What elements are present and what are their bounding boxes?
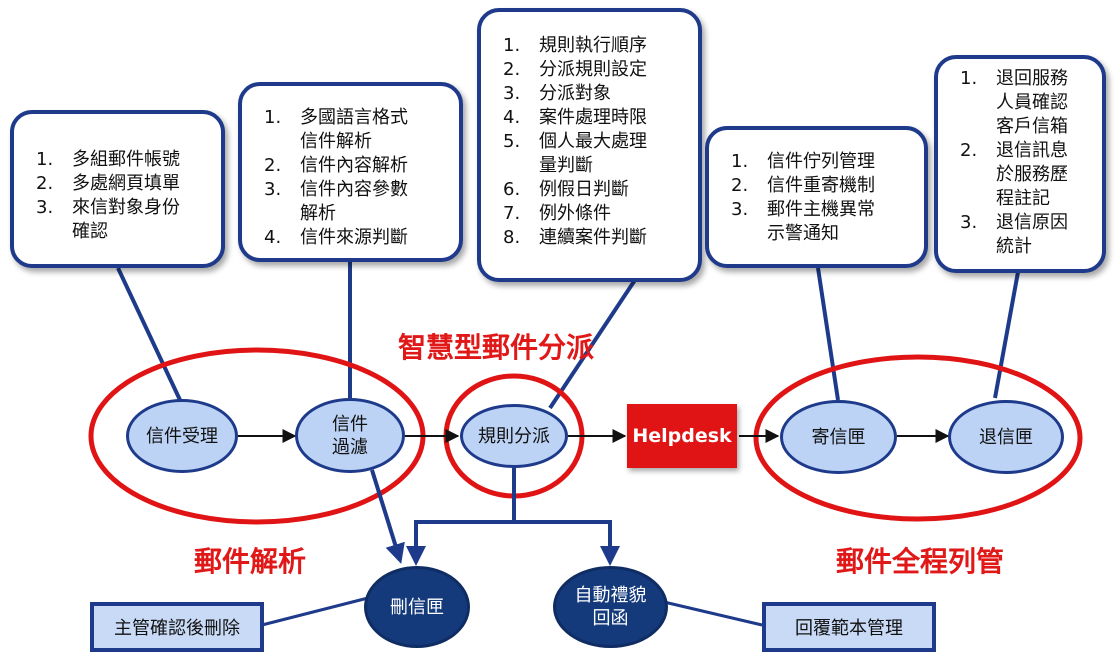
pointer-intake: [116, 267, 182, 401]
pointer-bounce: [993, 271, 1020, 399]
callout-bounce: 1.退回服務 人員確認 客戶信箱 2.退信訊息 於服務歷 程註記 3.退信原因 …: [934, 55, 1106, 273]
callout-intake-item: 2.多處網頁填單: [36, 173, 180, 194]
label-smart-dispatch: 智慧型郵件分派: [398, 331, 595, 364]
callout-filter-list: 1.多國語言格式 信件解析 2.信件內容解析 3.信件內容參數 解析 4.信件來…: [254, 106, 447, 250]
callout-bounce-item: 3.退信原因 統計: [960, 212, 1068, 257]
callout-dispatch-item: 5.個人最大處理 量判斷: [503, 131, 647, 176]
callout-dispatch-item: 8.連續案件判斷: [503, 227, 647, 248]
callout-bounce-item: 1.退回服務 人員確認 客戶信箱: [960, 68, 1068, 137]
callout-dispatch-list: 1.規則執行順序 2.分派規則設定 3.分派對象 4.案件處理時限 5.個人最大…: [493, 34, 686, 250]
callout-intake: 1.多組郵件帳號 2.多處網頁填單 3.來信對象身份 確認: [10, 110, 225, 268]
label-full-tracking: 郵件全程列管: [836, 545, 1005, 578]
node-auto-reply: 自動禮貌 回函: [553, 566, 668, 648]
callout-filter: 1.多國語言格式 信件解析 2.信件內容解析 3.信件內容參數 解析 4.信件來…: [238, 82, 463, 262]
callout-filter-item: 4.信件來源判斷: [264, 227, 408, 248]
callout-intake-item: 1.多組郵件帳號: [36, 149, 180, 170]
callout-dispatch-item: 3.分派對象: [503, 83, 611, 104]
node-outbox: 寄信匣: [780, 400, 897, 474]
callout-dispatch-item: 1.規則執行順序: [503, 35, 647, 56]
callout-outbox-item: 2.信件重寄機制: [731, 175, 875, 196]
node-bounce: 退信匣: [948, 400, 1064, 474]
pointer-outbox: [816, 267, 840, 401]
callout-dispatch-item: 6.例假日判斷: [503, 179, 629, 200]
node-receive: 信件受理: [126, 399, 238, 473]
arrow-dispatch-autoreply: [514, 520, 620, 566]
box-delete-confirm: 主管確認後刪除: [90, 602, 264, 652]
callout-dispatch-item: 4.案件處理時限: [503, 107, 647, 128]
connector-reply-box: [663, 600, 763, 627]
callout-dispatch-item: 7.例外條件: [503, 203, 611, 224]
callout-outbox-item: 1.信件佇列管理: [731, 151, 875, 172]
callout-bounce-list: 1.退回服務 人員確認 客戶信箱 2.退信訊息 於服務歷 程註記 3.退信原因 …: [950, 67, 1090, 259]
arrow-dispatch-delete: [406, 468, 516, 566]
node-dispatch: 規則分派: [460, 404, 568, 468]
callout-outbox-list: 1.信件佇列管理 2.信件重寄機制 3.郵件主機異常 示警通知: [721, 150, 912, 246]
node-filter: 信件 過濾: [295, 398, 405, 473]
callout-intake-item: 3.來信對象身份 確認: [36, 197, 180, 242]
callout-dispatch-item: 2.分派規則設定: [503, 59, 647, 80]
node-delete-box: 刪信匣: [364, 566, 470, 648]
callout-filter-item: 1.多國語言格式 信件解析: [264, 107, 408, 152]
callout-filter-item: 3.信件內容參數 解析: [264, 179, 408, 224]
ring-tracking: [753, 354, 1083, 522]
box-reply-templates: 回覆範本管理: [762, 602, 936, 652]
pointer-dispatch: [548, 278, 637, 410]
callout-bounce-item: 2.退信訊息 於服務歷 程註記: [960, 140, 1068, 209]
arrow-filter-delete: [370, 469, 405, 564]
callout-outbox: 1.信件佇列管理 2.信件重寄機制 3.郵件主機異常 示警通知: [705, 126, 928, 268]
label-mail-parsing: 郵件解析: [194, 545, 307, 578]
callout-outbox-item: 3.郵件主機異常 示警通知: [731, 199, 875, 244]
callout-filter-item: 2.信件內容解析: [264, 155, 408, 176]
node-helpdesk: Helpdesk: [627, 404, 737, 468]
callout-intake-list: 1.多組郵件帳號 2.多處網頁填單 3.來信對象身份 確認: [26, 148, 209, 244]
callout-dispatch: 1.規則執行順序 2.分派規則設定 3.分派對象 4.案件處理時限 5.個人最大…: [477, 8, 702, 282]
connector-delete-box: [261, 596, 369, 627]
